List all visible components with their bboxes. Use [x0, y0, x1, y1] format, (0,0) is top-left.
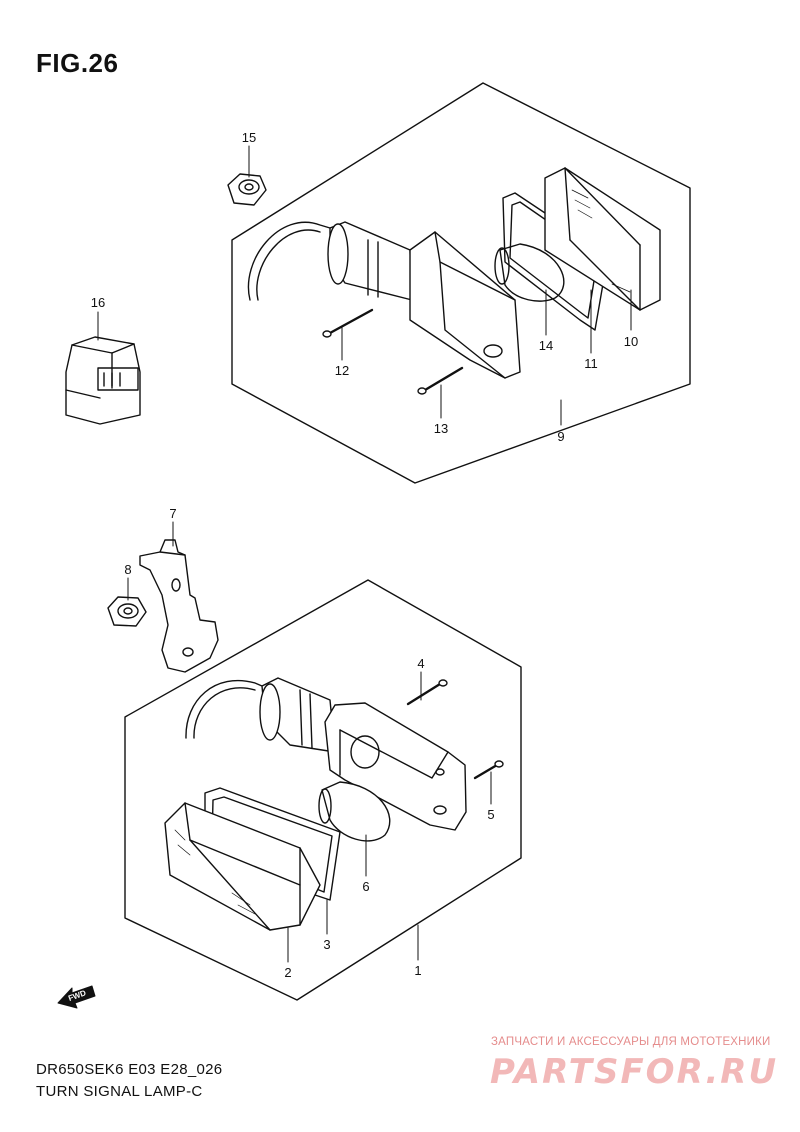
assembly-box-upper	[231, 82, 691, 484]
callout-2: 2	[284, 965, 291, 980]
callout-9: 9	[557, 429, 564, 444]
connector-16-drawing	[65, 336, 141, 425]
callout-14: 14	[539, 338, 553, 353]
callout-6: 6	[362, 879, 369, 894]
nut-8-drawing	[107, 596, 147, 627]
fwd-arrow-icon: FWD	[57, 985, 96, 1009]
footer-model-code: DR650SEK6 E03 E28_026	[36, 1061, 223, 1078]
wire-upper-drawing	[247, 221, 331, 301]
callout-4: 4	[417, 656, 424, 671]
callout-13: 13	[434, 421, 448, 436]
screw-12-drawing	[322, 308, 374, 338]
callout-8: 8	[124, 562, 131, 577]
lamp-housing-upper-drawing	[327, 221, 521, 379]
callout-3: 3	[323, 937, 330, 952]
figure-title: FIG.26	[36, 48, 119, 78]
screw-4-drawing	[406, 679, 448, 706]
lamp-housing-lower-drawing	[259, 677, 467, 831]
gasket-11-drawing	[502, 192, 609, 331]
watermark-logo: PARTSFOR.RU	[490, 1052, 779, 1092]
callout-11: 11	[584, 356, 598, 371]
bulb-6-drawing	[318, 781, 391, 842]
wire-lower-drawing	[185, 679, 263, 739]
screw-5-drawing	[473, 760, 504, 780]
assembly-box-lower	[124, 579, 522, 1001]
screw-13-drawing	[417, 366, 464, 395]
callout-1: 1	[414, 963, 421, 978]
footer-figure-name: TURN SIGNAL LAMP-C	[36, 1083, 203, 1100]
lens-2-drawing	[164, 802, 321, 931]
lens-10-drawing	[544, 167, 661, 311]
callout-5: 5	[487, 807, 494, 822]
nut-15-drawing	[227, 173, 267, 206]
callout-10: 10	[624, 334, 638, 349]
leader-lines	[97, 145, 632, 963]
callout-12: 12	[335, 363, 349, 378]
callout-16: 16	[91, 295, 105, 310]
callout-15: 15	[242, 130, 256, 145]
callout-7: 7	[169, 506, 176, 521]
bracket-7-drawing	[139, 539, 219, 673]
watermark-subtitle: ЗАПЧАСТИ И АКСЕССУАРЫ ДЛЯ МОТОТЕХНИКИ	[491, 1036, 771, 1048]
